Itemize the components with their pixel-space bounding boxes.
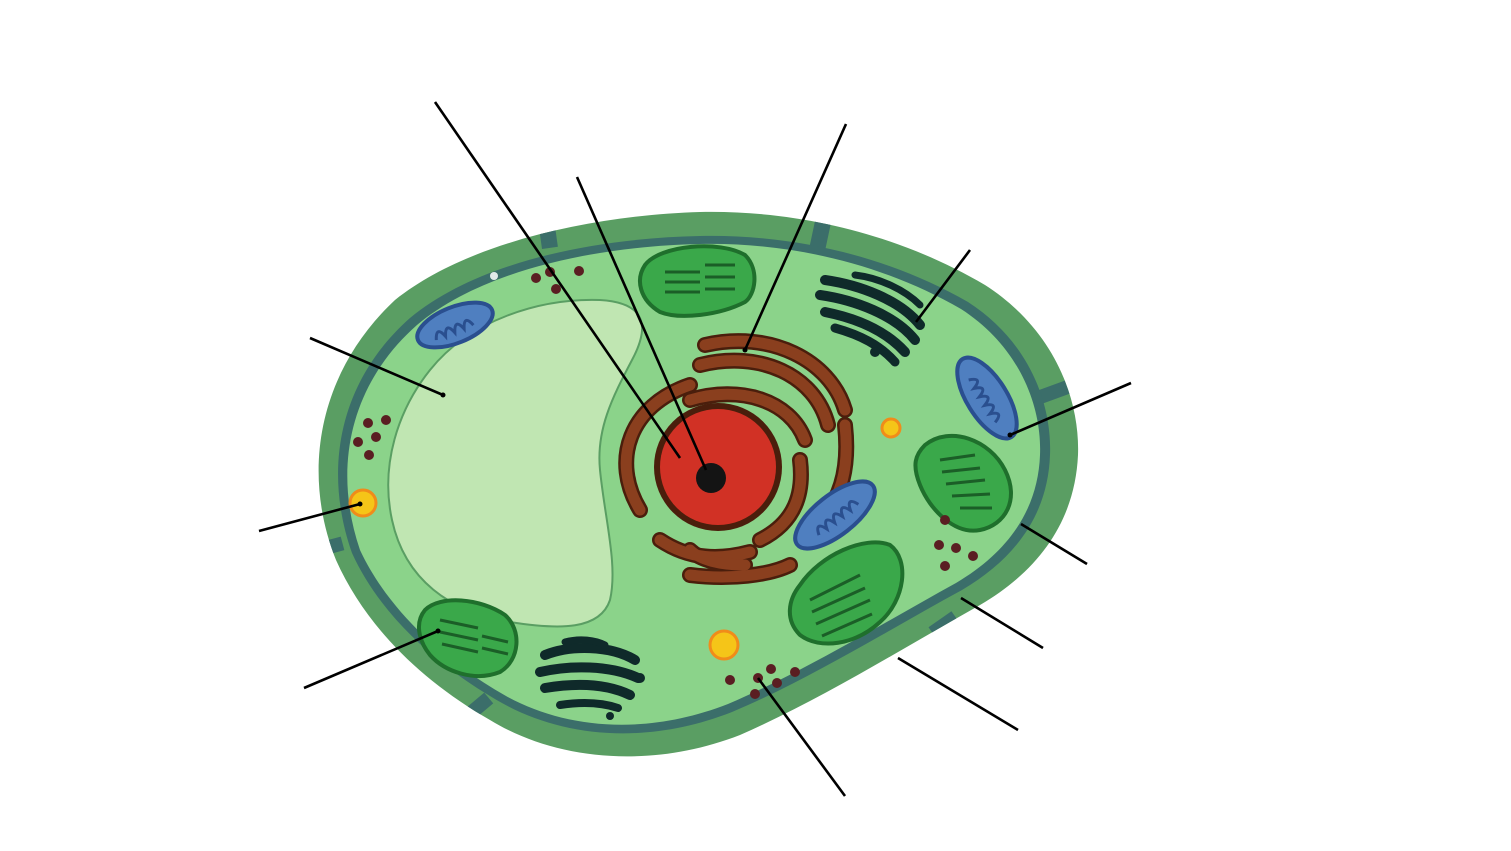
leader-dot-mitochondrion — [1007, 432, 1013, 438]
leader-line-rough-er — [743, 123, 848, 351]
chloroplast-bottom-center — [787, 540, 905, 646]
leader-line-cell-membrane — [960, 596, 1044, 650]
leader-line-cell-wall — [897, 656, 1019, 732]
leader-line-nucleolus — [575, 176, 708, 471]
leader-dot-chloroplast — [435, 628, 441, 634]
mitochondrion-center — [793, 479, 877, 551]
golgi-apparatus-bottom — [535, 636, 645, 720]
chloroplast-bottom-left — [417, 598, 519, 678]
leader-dot-vacuole — [440, 392, 446, 398]
vesicles — [348, 417, 902, 661]
chloroplast-top — [638, 244, 757, 318]
leader-line-mitochondrion — [1009, 381, 1132, 437]
nucleolus — [696, 463, 726, 493]
leader-line-vacuole — [309, 336, 444, 397]
ribosomes — [353, 266, 978, 699]
mitochondrion-top-left — [415, 300, 495, 350]
leader-line-cytoplasm — [1020, 522, 1088, 566]
leader-line-chloroplast — [303, 629, 439, 690]
leader-line-golgi — [914, 249, 972, 323]
central-vacuole — [387, 298, 644, 628]
highlight — [490, 272, 498, 280]
chloroplast-right — [913, 434, 1013, 533]
leader-line-vesicle — [258, 502, 361, 533]
leader-dot-vesicle — [357, 501, 363, 507]
golgi-apparatus-top — [815, 271, 925, 367]
rough-er-lumen — [620, 335, 852, 583]
leader-line-ribosome — [756, 677, 847, 797]
leader-line-nucleus — [433, 101, 682, 459]
leader-dot-rough-er — [742, 347, 748, 353]
leader-lines — [258, 101, 1132, 797]
